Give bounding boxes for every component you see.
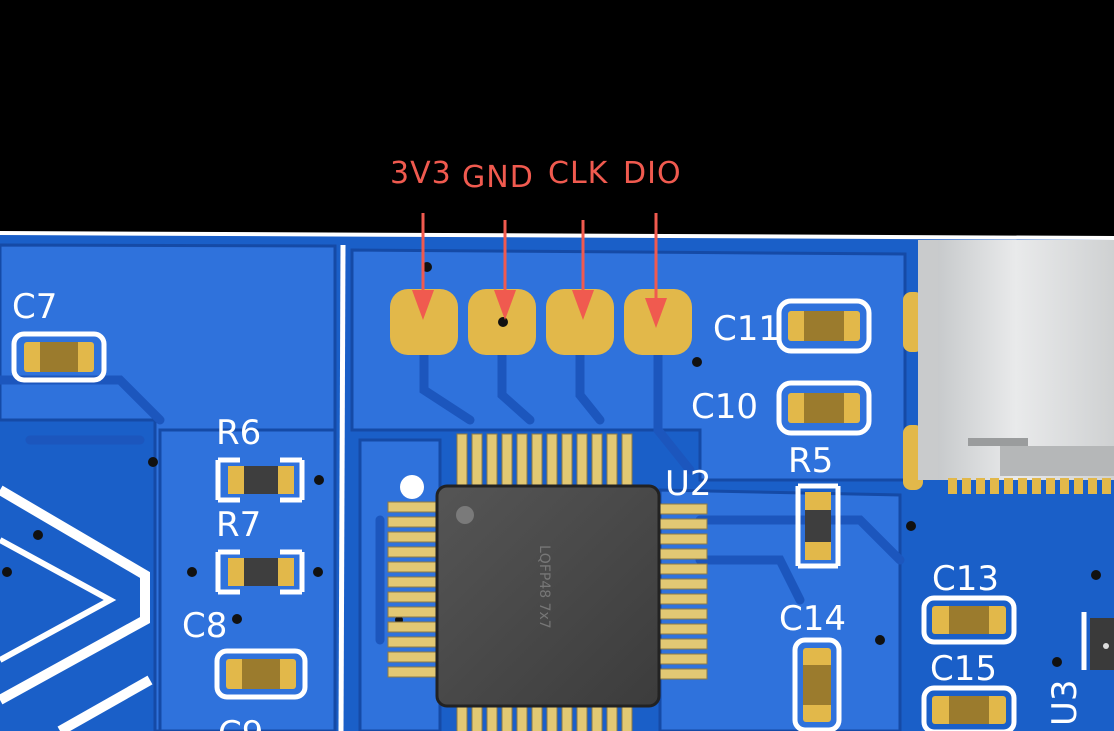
pin-label-dio: DIO — [623, 156, 682, 191]
chip-orientation-dot — [456, 506, 474, 524]
mcu-chip-body — [435, 484, 661, 708]
silk-right — [776, 298, 1087, 731]
ref-r5: R5 — [788, 441, 833, 481]
ref-c9: C9 — [218, 714, 263, 731]
silk-left — [0, 331, 308, 731]
pin-label-gnd: GND — [462, 160, 534, 195]
ref-r7: R7 — [216, 505, 261, 545]
pad-3v3 — [390, 289, 458, 355]
ref-c14: C14 — [779, 599, 846, 639]
ref-c13: C13 — [932, 559, 999, 599]
ref-c15: C15 — [930, 649, 997, 689]
ref-c8: C8 — [182, 606, 227, 646]
chip-package-text: LQFP48 7x7 — [536, 545, 552, 629]
pin-label-clk: CLK — [548, 156, 609, 191]
ref-c7: C7 — [12, 287, 57, 327]
ref-u2: U2 — [665, 464, 712, 504]
header-pads — [390, 289, 692, 355]
usb-connector — [903, 240, 1114, 494]
board-split-line — [338, 244, 346, 731]
ref-r6: R6 — [216, 413, 261, 453]
ref-c11: C11 — [713, 309, 780, 349]
pin-label-3v3: 3V3 — [390, 156, 452, 191]
components-right — [788, 311, 1114, 724]
board-edge — [0, 231, 1114, 240]
ref-u3: U3 — [1045, 679, 1085, 726]
components-left — [24, 342, 296, 689]
pad-clk — [546, 289, 614, 355]
chip-bottom-pins — [456, 705, 633, 731]
annotation-arrows — [412, 213, 667, 328]
pin1-marker — [400, 475, 424, 499]
ref-c10: C10 — [691, 387, 758, 427]
